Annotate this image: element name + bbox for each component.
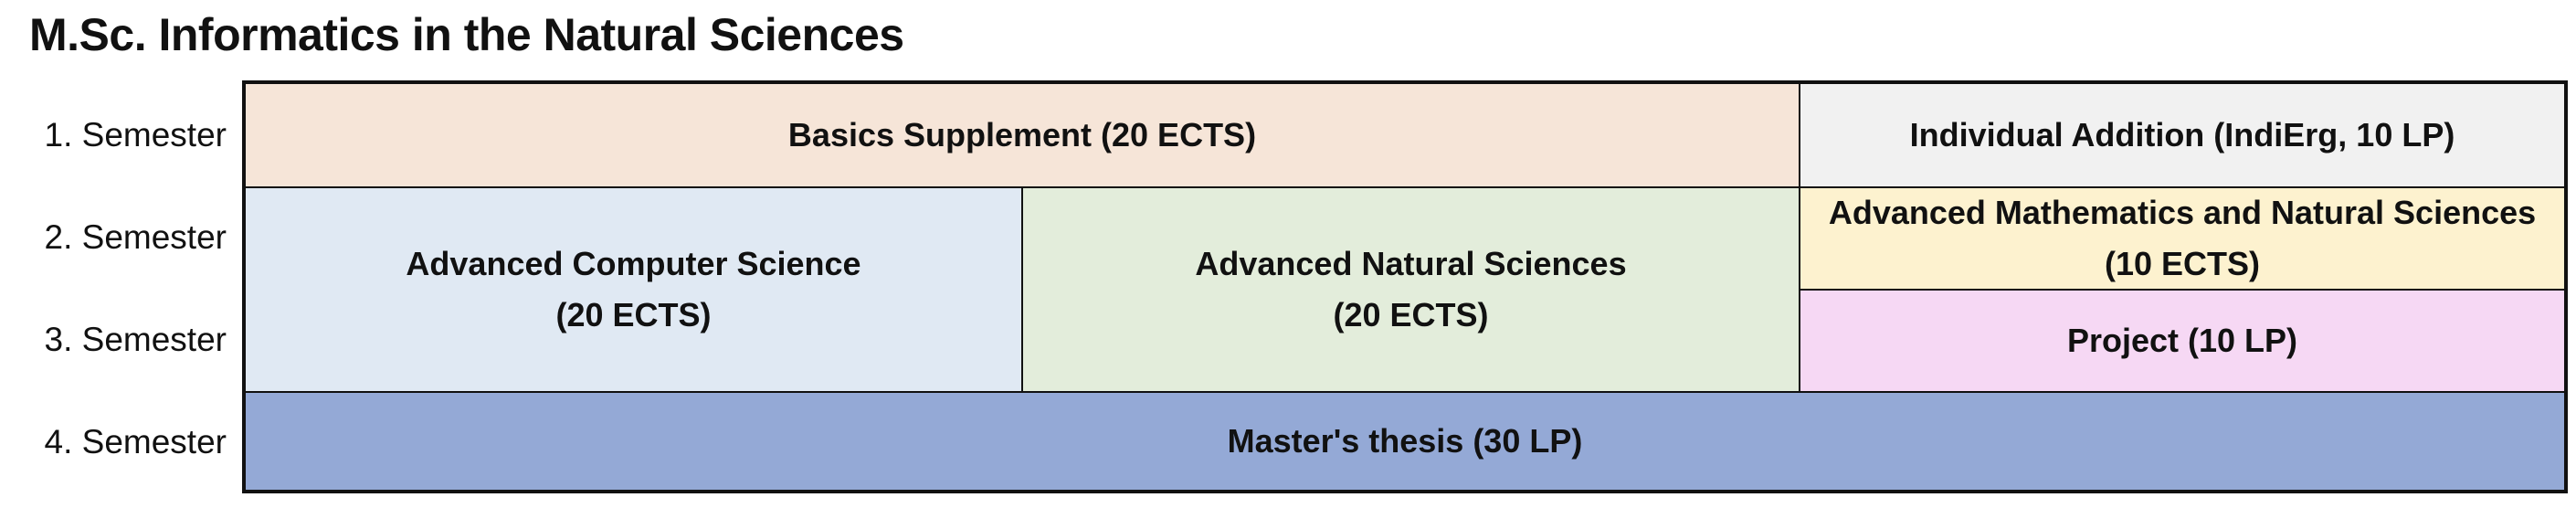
module-advanced-math-natural-sciences-label: Advanced Mathematics and Natural Science… xyxy=(1828,194,2537,282)
module-advanced-computer-science: Advanced Computer Science (20 ECTS) xyxy=(246,188,1023,393)
curriculum-grid: Basics Supplement (20 ECTS) Individual A… xyxy=(242,80,2568,493)
module-advanced-natural-sciences: Advanced Natural Sciences (20 ECTS) xyxy=(1023,188,1800,393)
module-project: Project (10 LP) xyxy=(1800,291,2564,393)
module-individual-addition-label: Individual Addition (IndiErg, 10 LP) xyxy=(1909,116,2455,153)
page-title: M.Sc. Informatics in the Natural Science… xyxy=(29,9,904,60)
module-advanced-computer-science-label: Advanced Computer Science (20 ECTS) xyxy=(406,245,861,333)
module-advanced-natural-sciences-label: Advanced Natural Sciences (20 ECTS) xyxy=(1195,245,1627,333)
module-masters-thesis-label: Master's thesis (30 LP) xyxy=(1227,422,1583,460)
module-individual-addition: Individual Addition (IndiErg, 10 LP) xyxy=(1800,84,2564,188)
semester-label-1: 1. Semester xyxy=(44,116,227,153)
module-advanced-math-natural-sciences: Advanced Mathematics and Natural Science… xyxy=(1800,188,2564,291)
module-basics-supplement-label: Basics Supplement (20 ECTS) xyxy=(787,116,1257,153)
module-masters-thesis: Master's thesis (30 LP) xyxy=(246,393,2564,490)
semester-label-3: 3. Semester xyxy=(44,321,227,358)
module-basics-supplement: Basics Supplement (20 ECTS) xyxy=(246,84,1800,188)
module-project-label: Project (10 LP) xyxy=(2066,322,2298,359)
semester-label-2: 2. Semester xyxy=(44,218,227,256)
semester-label-4: 4. Semester xyxy=(44,423,227,460)
